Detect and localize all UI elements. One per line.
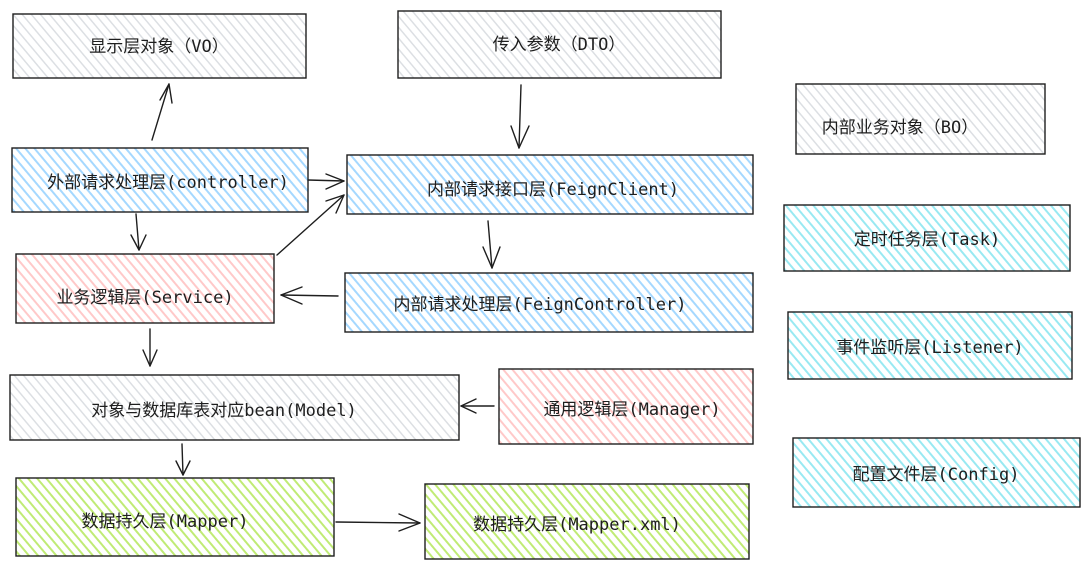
feign-controller-label: 内部请求处理层(FeignController): [394, 295, 687, 315]
feign-client-box: 内部请求接口层(FeignClient): [346, 154, 754, 215]
arrow-manager-to-model: [460, 398, 495, 414]
model-box: 对象与数据库表对应bean(Model): [9, 374, 460, 441]
listener-label: 事件监听层(Listener): [836, 338, 1023, 358]
controller-box: 外部请求处理层(controller): [11, 147, 309, 213]
service-box: 业务逻辑层(Service): [15, 253, 275, 324]
arrow-model-to-mapper: [175, 443, 191, 476]
task-label: 定时任务层(Task): [854, 230, 1000, 250]
manager-label: 通用逻辑层(Manager): [543, 400, 720, 420]
arrow-dto-to-feign-client: [510, 84, 530, 149]
mapper-label: 数据持久层(Mapper): [82, 512, 249, 532]
arrow-controller-to-feign-client: [307, 173, 345, 190]
dto-label: 传入参数（DTO）: [493, 35, 626, 55]
arrow-controller-to-service: [130, 213, 147, 251]
controller-label: 外部请求处理层(controller): [47, 173, 289, 193]
listener-box: 事件监听层(Listener): [787, 311, 1073, 380]
arrow-feign-controller-to-service: [280, 286, 339, 305]
vo-box: 显示层对象（VO）: [12, 13, 307, 79]
task-box: 定时任务层(Task): [783, 204, 1071, 272]
arrow-controller-to-vo: [151, 83, 173, 141]
arrow-service-to-feign-client: [276, 194, 345, 256]
feign-client-label: 内部请求接口层(FeignClient): [427, 180, 679, 200]
arrow-mapper-to-mapper-xml: [335, 513, 421, 532]
mapper-xml-box: 数据持久层(Mapper.xml): [424, 483, 750, 560]
dto-box: 传入参数（DTO）: [397, 10, 722, 79]
service-label: 业务逻辑层(Service): [56, 288, 233, 308]
model-label: 对象与数据库表对应bean(Model): [91, 401, 357, 421]
mapper-box: 数据持久层(Mapper): [15, 477, 335, 557]
bo-label: 内部业务对象（BO）: [822, 118, 978, 138]
mapper-xml-label: 数据持久层(Mapper.xml): [473, 515, 681, 535]
feign-controller-box: 内部请求处理层(FeignController): [344, 272, 754, 333]
bo-box: 内部业务对象（BO）: [795, 83, 1046, 155]
manager-box: 通用逻辑层(Manager): [498, 368, 754, 445]
arrow-feign-client-to-feign-controller: [482, 220, 501, 269]
config-label: 配置文件层(Config): [853, 465, 1020, 485]
config-box: 配置文件层(Config): [792, 437, 1081, 508]
vo-label: 显示层对象（VO）: [89, 37, 228, 57]
arrow-service-to-model: [142, 328, 158, 367]
